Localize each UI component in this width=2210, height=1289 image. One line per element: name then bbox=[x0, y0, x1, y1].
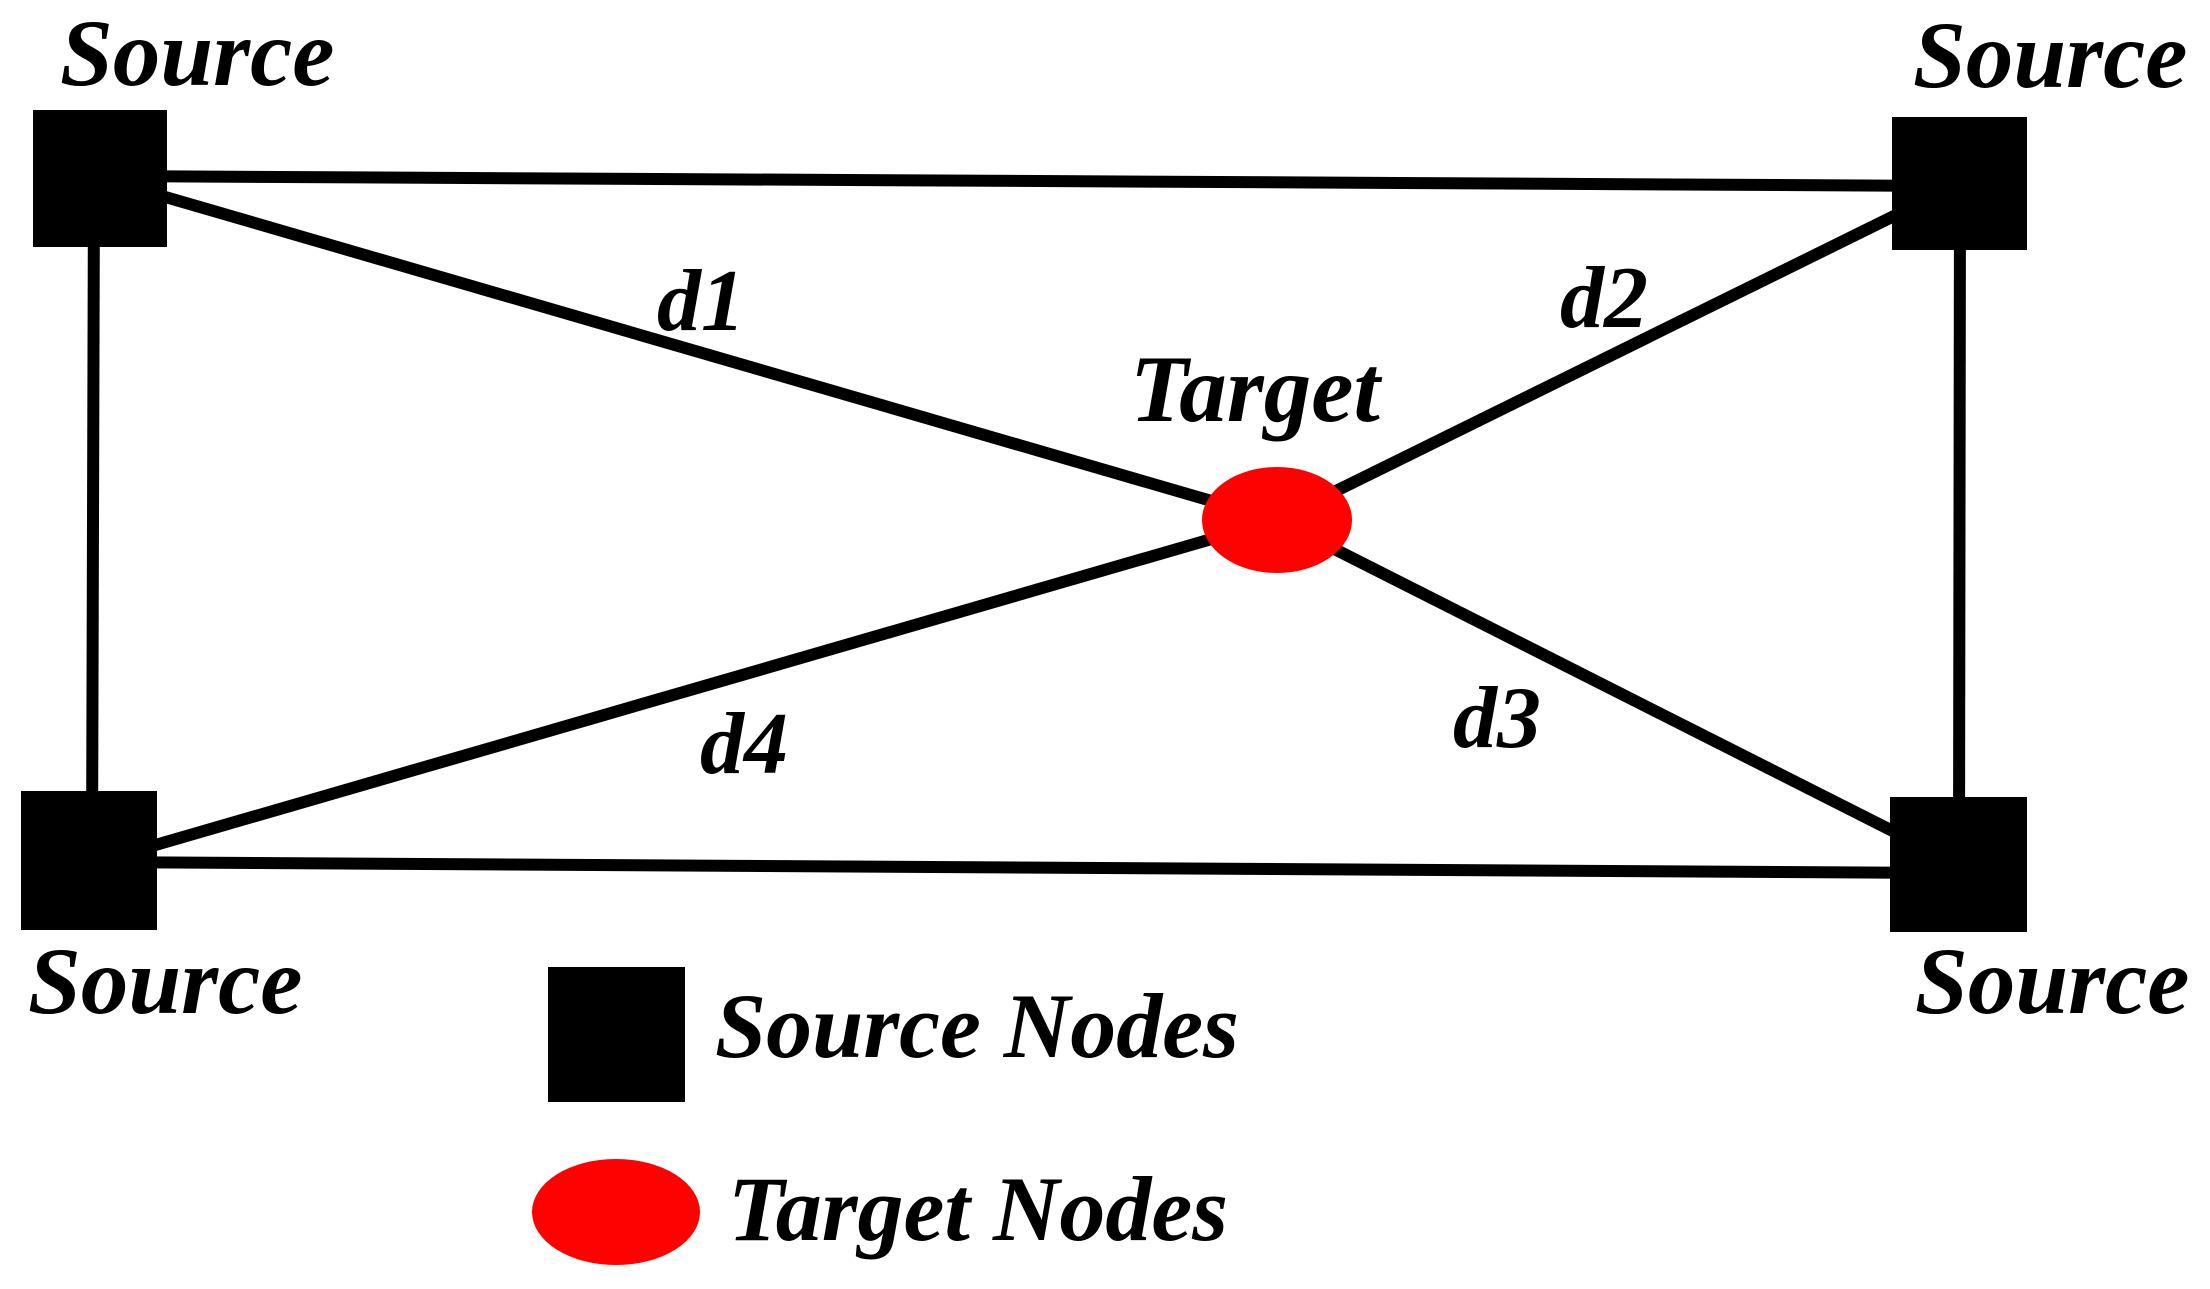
source-node-square-top-left bbox=[33, 110, 167, 247]
source-node-square-bottom-right bbox=[1890, 797, 2027, 932]
label-source-top-right: Source bbox=[1913, 2, 2187, 108]
label-edge-d3: d3 bbox=[1453, 670, 1541, 767]
target-node-ellipse bbox=[1202, 467, 1352, 573]
source-node-square-bottom-left bbox=[21, 791, 157, 930]
edge-d3 bbox=[1274, 514, 1961, 870]
label-target: Target bbox=[1130, 336, 1382, 442]
label-source-top-left: Source bbox=[60, 0, 334, 106]
legend: Source Nodes Target Nodes bbox=[532, 967, 1239, 1265]
edge-bottom bbox=[89, 856, 1959, 879]
edge-left bbox=[86, 177, 100, 861]
edge-d4 bbox=[88, 514, 1279, 870]
label-edge-d1: d1 bbox=[657, 253, 745, 350]
legend-source-swatch-square bbox=[548, 967, 685, 1102]
legend-target-swatch-ellipse bbox=[532, 1159, 700, 1265]
edge-right bbox=[1953, 183, 1966, 861]
label-source-bottom-left: Source bbox=[28, 928, 302, 1034]
label-edge-d2: d2 bbox=[1560, 250, 1648, 347]
edge-top bbox=[99, 170, 1960, 192]
label-edge-d4: d4 bbox=[700, 696, 788, 793]
edge-d2 bbox=[1274, 178, 1962, 526]
legend-source-label: Source Nodes bbox=[715, 975, 1239, 1077]
edge-d1 bbox=[98, 172, 1279, 526]
legend-target-label: Target Nodes bbox=[728, 1158, 1228, 1260]
source-node-square-top-right bbox=[1892, 117, 2027, 250]
label-source-bottom-right: Source bbox=[1915, 928, 2189, 1034]
